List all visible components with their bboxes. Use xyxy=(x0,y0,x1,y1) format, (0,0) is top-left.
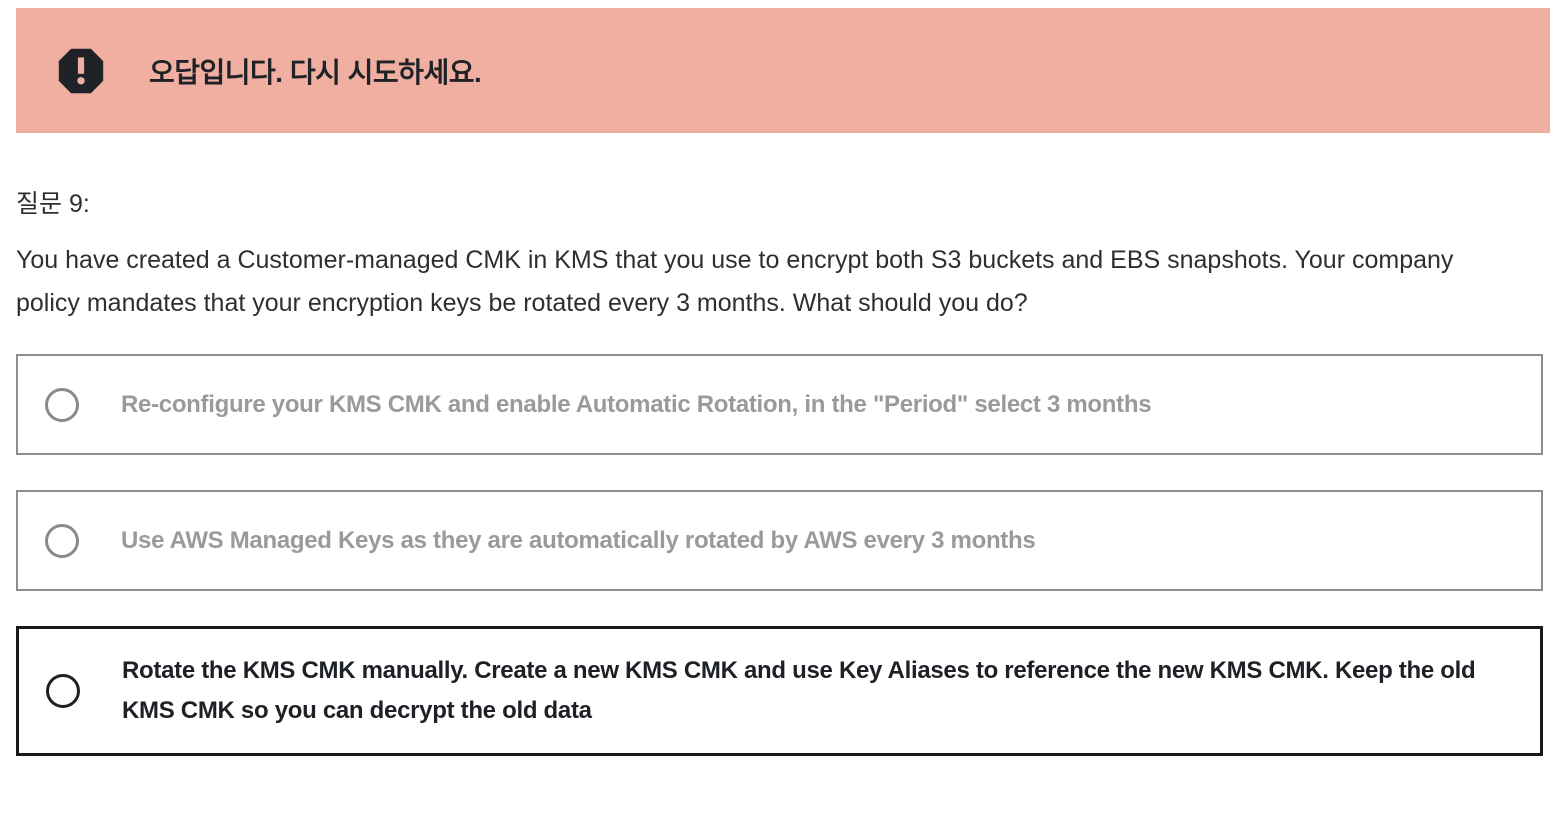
alert-message: 오답입니다. 다시 시도하세요. xyxy=(149,56,482,88)
question-text: You have created a Customer-managed CMK … xyxy=(16,246,1454,317)
answer-option-2[interactable]: Use AWS Managed Keys as they are automat… xyxy=(16,490,1543,591)
question-number: 질문 9: xyxy=(16,190,90,218)
radio-button-icon[interactable] xyxy=(45,387,79,422)
answer-options: Re-configure your KMS CMK and enable Aut… xyxy=(16,354,1550,756)
answer-option-1-label: Re-configure your KMS CMK and enable Aut… xyxy=(121,390,1152,418)
answer-option-2-label: Use AWS Managed Keys as they are automat… xyxy=(121,526,1036,554)
error-octagon-icon xyxy=(57,47,105,95)
answer-option-3[interactable]: Rotate the KMS CMK manually. Create a ne… xyxy=(16,626,1543,756)
radio-button-icon[interactable] xyxy=(45,523,79,558)
answer-option-3-label: Rotate the KMS CMK manually. Create a ne… xyxy=(122,657,1476,724)
radio-button-icon[interactable] xyxy=(46,674,80,708)
wrong-answer-alert: 오답입니다. 다시 시도하세요. xyxy=(16,8,1550,133)
answer-option-1[interactable]: Re-configure your KMS CMK and enable Aut… xyxy=(16,354,1543,455)
